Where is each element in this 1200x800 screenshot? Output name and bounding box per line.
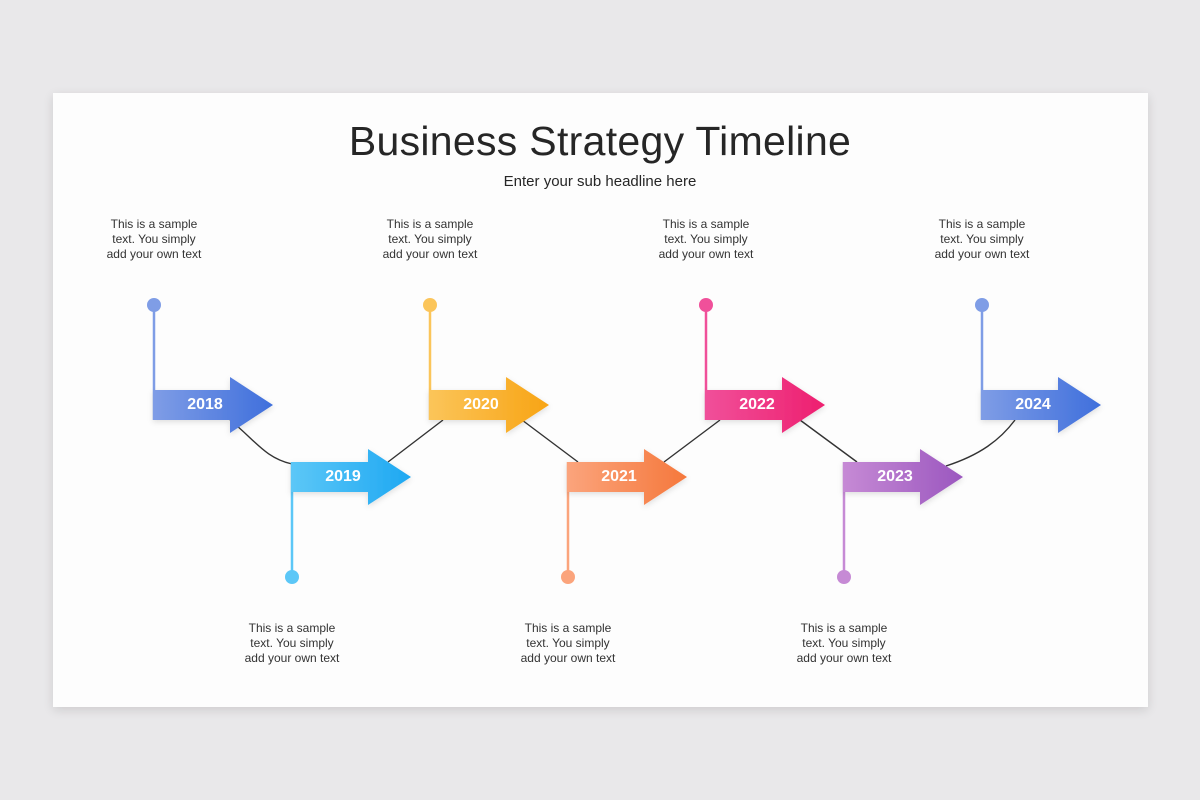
flag-dot — [147, 298, 161, 312]
arrow-flag — [981, 377, 1101, 433]
year-label-2018: 2018 — [187, 396, 223, 413]
caption-line: add your own text — [244, 651, 340, 665]
flag-dot — [975, 298, 989, 312]
caption-line: This is a sample — [938, 217, 1026, 231]
caption-line: This is a sample — [800, 621, 888, 635]
caption-line: This is a sample — [110, 217, 198, 231]
year-label-2024: 2024 — [1015, 396, 1051, 413]
milestone-2019 — [285, 449, 411, 584]
caption-line: text. You simply — [940, 232, 1024, 246]
caption-line: text. You simply — [664, 232, 748, 246]
milestone-2022 — [699, 298, 825, 433]
flag-dot — [699, 298, 713, 312]
year-label-2022: 2022 — [739, 396, 775, 413]
arrow-flag — [843, 449, 963, 505]
slide-subtitle: Enter your sub headline here — [503, 173, 697, 190]
caption-line: text. You simply — [802, 636, 886, 650]
flag-dot — [837, 570, 851, 584]
caption-line: add your own text — [796, 651, 892, 665]
caption-line: This is a sample — [524, 621, 612, 635]
year-label-2023: 2023 — [877, 468, 913, 485]
caption-2020: This is a sample text. You simply add yo… — [360, 217, 500, 262]
year-label-2020: 2020 — [463, 396, 499, 413]
caption-line: This is a sample — [248, 621, 336, 635]
milestone-2020 — [423, 298, 549, 433]
caption-line: add your own text — [934, 247, 1030, 261]
caption-2022: This is a sample text. You simply add yo… — [636, 217, 776, 262]
arrow-flag — [153, 377, 273, 433]
caption-2021: This is a sample text. You simply add yo… — [498, 621, 638, 666]
caption-line: add your own text — [658, 247, 754, 261]
milestone-2023 — [837, 449, 963, 584]
timeline-connector-curve — [229, 419, 1016, 467]
caption-2023: This is a sample text. You simply add yo… — [774, 621, 914, 666]
flag-dot — [423, 298, 437, 312]
caption-line: This is a sample — [386, 217, 474, 231]
caption-line: add your own text — [382, 247, 478, 261]
caption-2019: This is a sample text. You simply add yo… — [222, 621, 362, 666]
milestone-2021 — [561, 449, 687, 584]
slide-title: Business Strategy Timeline — [348, 118, 852, 164]
arrow-flag — [291, 449, 411, 505]
caption-2024: This is a sample text. You simply add yo… — [912, 217, 1052, 262]
caption-line: text. You simply — [112, 232, 196, 246]
flag-dot — [561, 570, 575, 584]
milestone-2018 — [147, 298, 273, 433]
year-label-2019: 2019 — [325, 468, 361, 485]
milestone-2024 — [975, 298, 1101, 433]
caption-2018: This is a sample text. You simply add yo… — [84, 217, 224, 262]
caption-line: add your own text — [520, 651, 616, 665]
caption-line: add your own text — [106, 247, 202, 261]
caption-line: text. You simply — [250, 636, 334, 650]
caption-line: text. You simply — [526, 636, 610, 650]
arrow-flag — [429, 377, 549, 433]
caption-line: text. You simply — [388, 232, 472, 246]
flag-dot — [285, 570, 299, 584]
arrow-flag — [705, 377, 825, 433]
arrow-flag — [567, 449, 687, 505]
caption-line: This is a sample — [662, 217, 750, 231]
year-label-2021: 2021 — [601, 468, 637, 485]
